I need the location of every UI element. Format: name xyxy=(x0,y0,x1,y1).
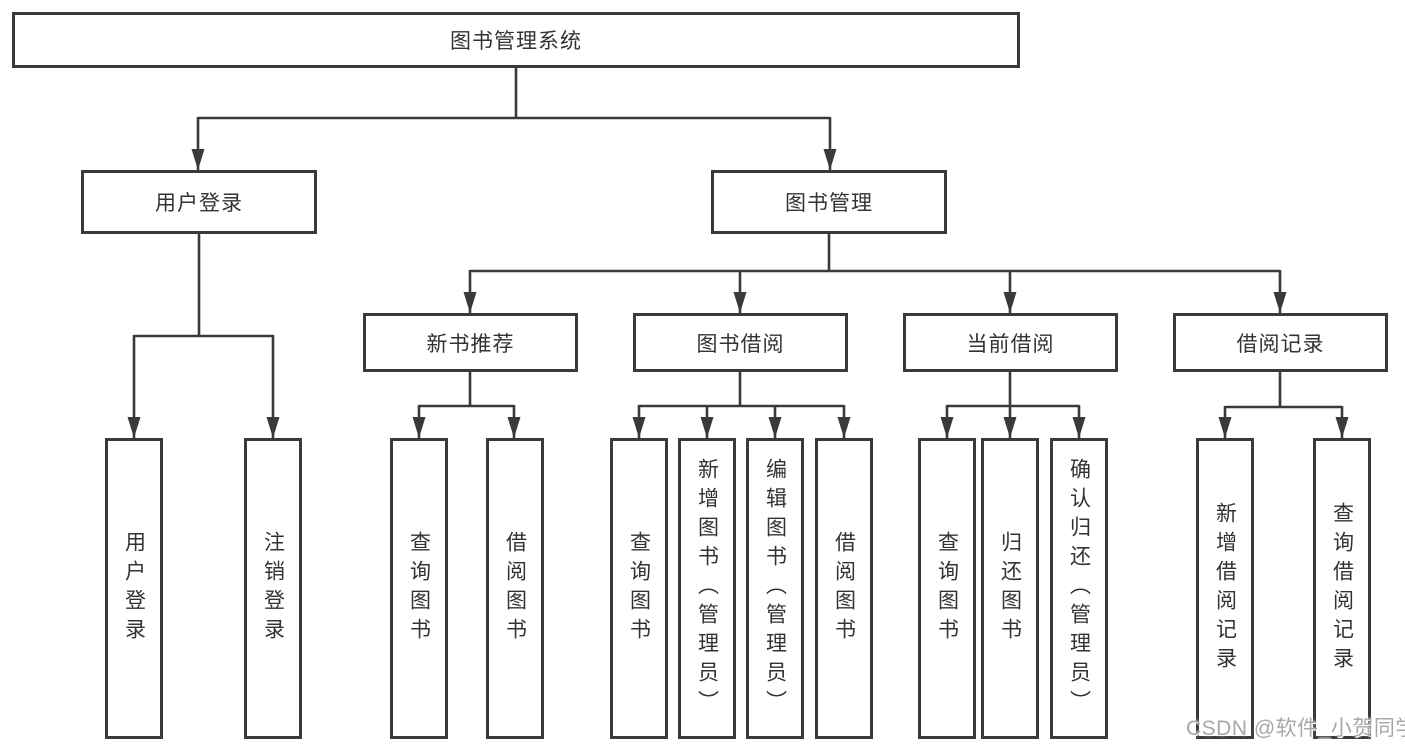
leaf-recommend-borrow-books: 借阅图书 xyxy=(486,438,544,739)
leaf-logout: 注销登录 xyxy=(244,438,302,739)
leaf-borrow-books: 借阅图书 xyxy=(815,438,873,739)
node-borrowing-records: 借阅记录 xyxy=(1173,313,1388,372)
leaf-add-books-admin: 新增图书（管理员） xyxy=(678,438,736,739)
leaf-current-query-books: 查询图书 xyxy=(918,438,976,739)
leaf-borrowing-query-books: 查询图书 xyxy=(610,438,668,739)
node-user-login: 用户登录 xyxy=(81,170,317,234)
node-library-management-system: 图书管理系统 xyxy=(12,12,1020,68)
leaf-return-books: 归还图书 xyxy=(981,438,1039,739)
leaf-add-borrow-record: 新增借阅记录 xyxy=(1196,438,1254,739)
node-new-book-recommend: 新书推荐 xyxy=(363,313,578,372)
node-book-borrowing: 图书借阅 xyxy=(633,313,848,372)
leaf-user-login: 用户登录 xyxy=(105,438,163,739)
leaf-edit-books-admin: 编辑图书（管理员） xyxy=(746,438,804,739)
leaf-recommend-query-books: 查询图书 xyxy=(390,438,448,739)
node-current-borrowing: 当前借阅 xyxy=(903,313,1118,372)
node-book-management: 图书管理 xyxy=(711,170,947,234)
leaf-confirm-return-admin: 确认归还（管理员） xyxy=(1050,438,1108,739)
leaf-query-borrow-record: 查询借阅记录 xyxy=(1313,438,1371,739)
